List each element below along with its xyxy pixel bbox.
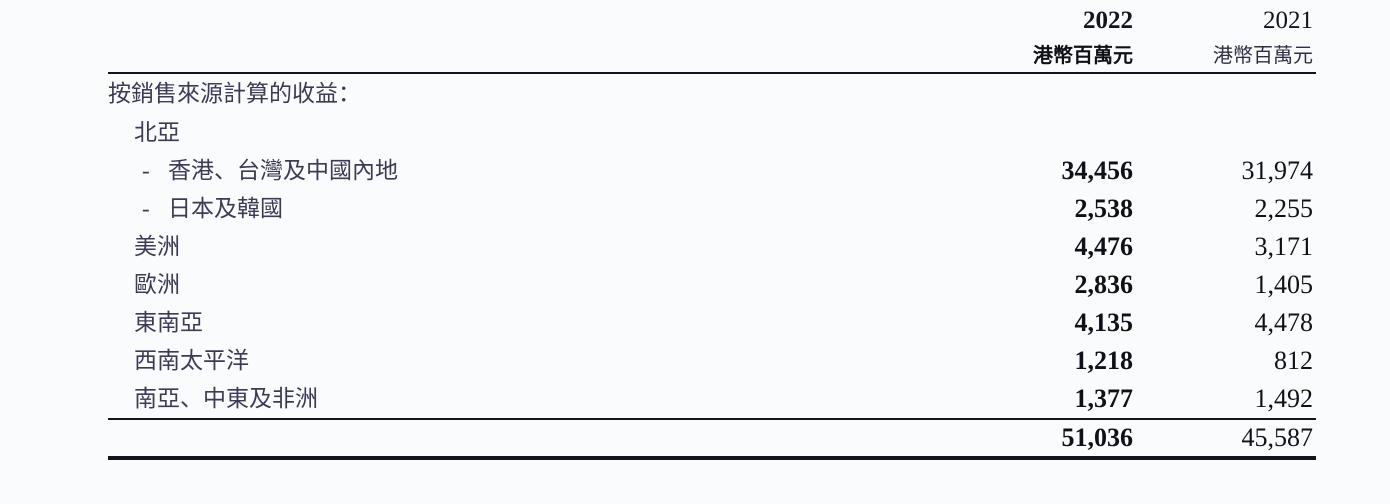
row-current-value: 4,135	[1074, 308, 1134, 337]
section-title-current-blank	[948, 74, 1138, 114]
row-label: -香港、台灣及中國內地	[108, 152, 948, 190]
table-row: 西南太平洋 1,218 812	[108, 342, 1316, 380]
table-row: 東南亞 4,135 4,478	[108, 304, 1316, 342]
section-title: 按銷售來源計算的收益：	[108, 81, 361, 107]
total-bottom-divider-line	[108, 456, 1316, 462]
table-row: 歐洲 2,836 1,405	[108, 266, 1316, 304]
row-current-value: 2,836	[1074, 270, 1134, 299]
row-label: 東南亞	[108, 304, 948, 342]
row-current-value: 34,456	[1061, 156, 1134, 185]
total-current-value: 51,036	[1061, 423, 1134, 452]
row-label: 北亞	[108, 114, 948, 152]
table-header-unit-row: 港幣百萬元 港幣百萬元	[108, 42, 1316, 73]
row-label-text: 美洲	[134, 234, 180, 260]
row-label-text: 西南太平洋	[134, 348, 249, 374]
header-unit-blank-cell	[108, 42, 948, 73]
header-previous-unit: 港幣百萬元	[1213, 43, 1313, 67]
row-label: 美洲	[108, 228, 948, 266]
row-label: 南亞、中東及非洲	[108, 380, 948, 419]
row-previous-value: 2,255	[1254, 194, 1314, 223]
row-previous-value: 3,171	[1254, 232, 1314, 261]
total-previous-value: 45,587	[1241, 423, 1314, 452]
table-row: 美洲 4,476 3,171	[108, 228, 1316, 266]
table-row: 南亞、中東及非洲 1,377 1,492	[108, 380, 1316, 419]
row-previous-value	[1138, 114, 1316, 152]
revenue-by-source-table: 2022 2021 港幣百萬元 港幣百萬元 按銷售來源計算的收益：	[108, 6, 1316, 462]
row-previous-value: 31,974	[1241, 156, 1314, 185]
section-title-row: 按銷售來源計算的收益：	[108, 74, 1316, 114]
row-current-value: 4,476	[1074, 232, 1134, 261]
header-current-unit: 港幣百萬元	[1033, 43, 1133, 67]
row-dash: -	[142, 196, 150, 221]
row-dash: -	[142, 158, 150, 183]
row-previous-value: 4,478	[1254, 308, 1314, 337]
row-label-text: 香港、台灣及中國內地	[168, 158, 398, 184]
row-label-text: 南亞、中東及非洲	[134, 386, 318, 412]
total-label	[108, 420, 948, 458]
row-label-text: 歐洲	[134, 272, 180, 298]
table-body: 2022 2021 港幣百萬元 港幣百萬元 按銷售來源計算的收益：	[108, 6, 1316, 462]
row-label: 西南太平洋	[108, 342, 948, 380]
row-label: 歐洲	[108, 266, 948, 304]
table-header-year-row: 2022 2021	[108, 6, 1316, 42]
total-row: 51,036 45,587	[108, 420, 1316, 458]
total-bottom-divider-row	[108, 456, 1316, 462]
row-current-value: 1,218	[1074, 346, 1134, 375]
row-previous-value: 812	[1274, 346, 1313, 375]
row-label-text: 日本及韓國	[168, 196, 283, 222]
row-label-text: 東南亞	[134, 310, 203, 336]
table-row: 北亞	[108, 114, 1316, 152]
table-row: -日本及韓國 2,538 2,255	[108, 190, 1316, 228]
table-row: -香港、台灣及中國內地 34,456 31,974	[108, 152, 1316, 190]
row-label: -日本及韓國	[108, 190, 948, 228]
row-current-value	[948, 114, 1138, 152]
row-previous-value: 1,405	[1254, 270, 1314, 299]
section-title-previous-blank	[1138, 74, 1316, 114]
row-current-value: 2,538	[1074, 194, 1134, 223]
row-label-text: 北亞	[134, 120, 180, 146]
row-previous-value: 1,492	[1254, 384, 1314, 413]
header-blank-cell	[108, 6, 948, 42]
header-previous-year: 2021	[1263, 7, 1313, 34]
header-current-year: 2022	[1083, 7, 1133, 34]
row-current-value: 1,377	[1074, 384, 1134, 413]
